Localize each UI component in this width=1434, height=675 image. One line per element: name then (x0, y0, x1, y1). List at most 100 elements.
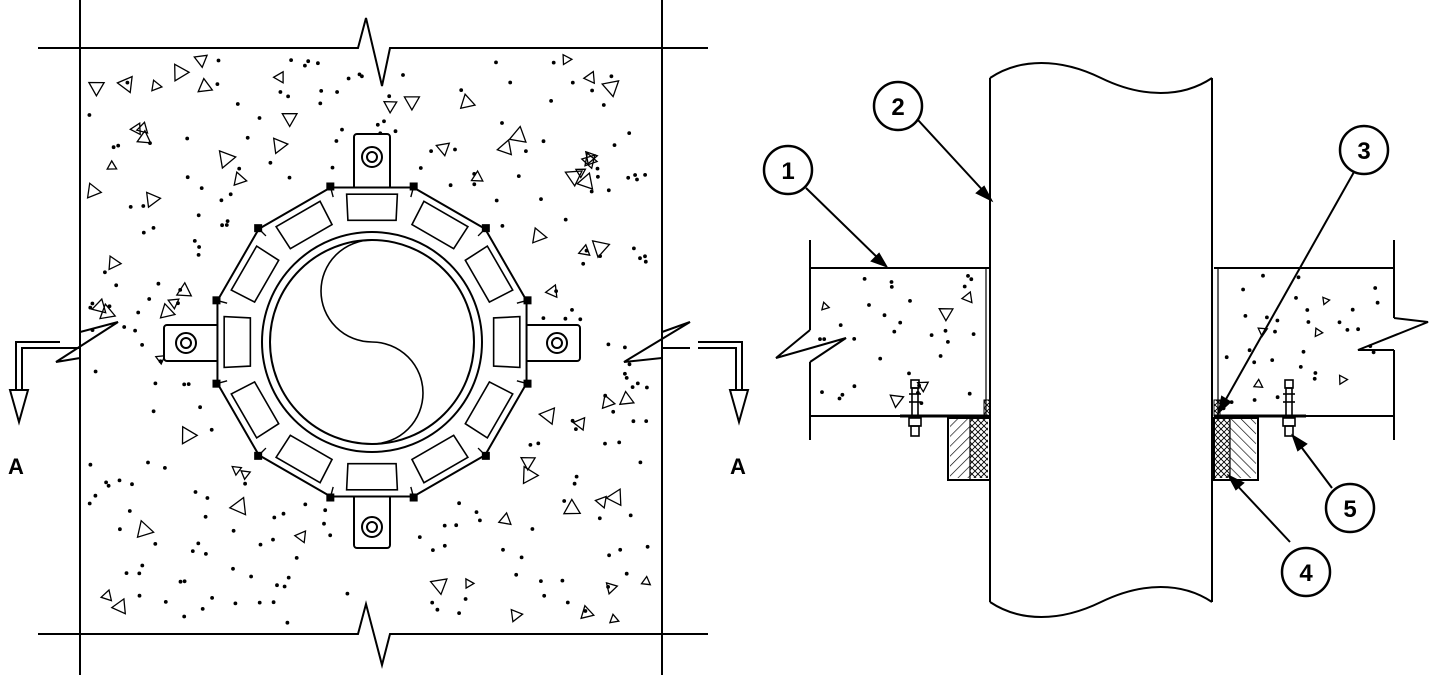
aggregate-triangle (90, 297, 107, 314)
aggregate-triangle (1314, 327, 1324, 338)
aggregate-dot (617, 440, 622, 445)
aggregate-dot (205, 496, 210, 500)
collar-rivet (523, 296, 532, 305)
aggregate-dot (570, 80, 575, 85)
aggregate-dot (889, 285, 894, 289)
aggregate-dot (1252, 360, 1257, 365)
aggregate-dot (257, 600, 262, 605)
collar-segment (274, 200, 334, 250)
aggregate-dot (130, 482, 134, 487)
callout-4-label: 4 (1299, 560, 1313, 587)
aggregate-dot (93, 493, 98, 498)
aggregate-triangle (916, 381, 930, 394)
aggregate-triangle (135, 121, 149, 134)
aggregate-dot (969, 277, 974, 282)
aggregate-dot (330, 165, 335, 170)
aggregate-dot (146, 460, 150, 465)
aggregate-triangle (459, 92, 477, 110)
aggregate-dot (271, 537, 275, 542)
aggregate-dot (147, 297, 152, 301)
aggregate-triangle (272, 137, 290, 155)
aggregate-dot (603, 393, 608, 398)
aggregate-dot (840, 392, 845, 397)
aggregate-dot (216, 58, 221, 63)
aggregate-dot (182, 579, 187, 584)
aggregate-dot (220, 223, 225, 228)
aggregate-triangle (1338, 374, 1349, 386)
collar-segment (345, 462, 399, 491)
aggregate-dot (219, 198, 224, 203)
section-label-right: A (730, 454, 746, 479)
aggregate-triangle (600, 80, 620, 98)
aggregate-dot (528, 443, 533, 447)
aggregate-triangle (281, 113, 299, 128)
aggregate-dot (153, 381, 158, 386)
aggregate-dot (563, 217, 568, 222)
aggregate-dot (357, 72, 362, 77)
aggregate-dot (562, 499, 567, 503)
callout-3-label: 3 (1357, 138, 1370, 165)
aggregate-dot (442, 543, 447, 548)
aggregate-dot (294, 556, 299, 560)
aggregate-dot (1261, 273, 1265, 278)
aggregate-dot (382, 119, 386, 124)
aggregate-triangle (510, 608, 524, 623)
aggregate-dot (345, 591, 350, 596)
aggregate-dot (606, 342, 611, 347)
aggregate-dot (237, 166, 242, 171)
aggregate-dot (635, 177, 639, 182)
aggregate-dot (163, 600, 168, 604)
aggregate-dot (182, 382, 187, 387)
aggregate-dot (88, 305, 93, 310)
aggregate-dot (500, 224, 505, 228)
aggregate-dot (635, 381, 640, 386)
aggregate-dot (551, 60, 556, 65)
aggregate-dot (303, 63, 307, 68)
aggregate-triangle (564, 170, 584, 188)
aggregate-triangle (960, 290, 973, 304)
aggregate-triangle (537, 406, 556, 426)
aggregate-dot (882, 313, 887, 318)
collar-rivet (409, 182, 418, 191)
aggregate-dot (643, 254, 647, 259)
aggregate-dot (494, 60, 498, 65)
callout-2-label: 2 (891, 94, 904, 121)
aggregate-triangle (110, 597, 127, 615)
aggregate-dot (114, 283, 119, 288)
aggregate-dot (204, 552, 208, 556)
aggregate-dot (574, 474, 579, 479)
aggregate-triangle (1257, 327, 1269, 338)
aggregate-dot (185, 175, 190, 180)
aggregate-dot (607, 553, 611, 558)
aggregate-dot (838, 323, 843, 328)
aggregate-dot (457, 501, 462, 506)
aggregate-triangle (591, 240, 611, 259)
anchor-bolt-right (1282, 379, 1296, 437)
aggregate-dot (417, 535, 422, 539)
aggregate-dot (1275, 395, 1280, 400)
aggregate-triangle (240, 470, 252, 481)
aggregate-dot (192, 239, 197, 243)
aggregate-dot (431, 548, 435, 552)
aggregate-dot (151, 226, 156, 230)
aggregate-dot (1270, 358, 1275, 363)
mounting-tab-top (353, 133, 391, 191)
aggregate-dot (565, 600, 570, 605)
aggregate-dot (1301, 349, 1306, 354)
collar-segment (345, 193, 399, 222)
aggregate-dot (524, 149, 528, 154)
mounting-tab-left (163, 324, 221, 362)
aggregate-triangle (584, 151, 599, 167)
aggregate-dot (453, 147, 457, 152)
aggregate-triangle (151, 78, 164, 92)
aggregate-dot (203, 514, 208, 519)
aggregate-triangle (87, 81, 106, 98)
aggregate-dot (128, 205, 133, 209)
aggregate-dot (334, 139, 339, 143)
aggregate-dot (158, 359, 163, 364)
aggregate-dot (628, 513, 633, 518)
aggregate-dot (375, 122, 380, 127)
aggregate-dot (360, 74, 364, 79)
aggregate-dot (541, 139, 546, 144)
aggregate-dot (258, 542, 263, 547)
